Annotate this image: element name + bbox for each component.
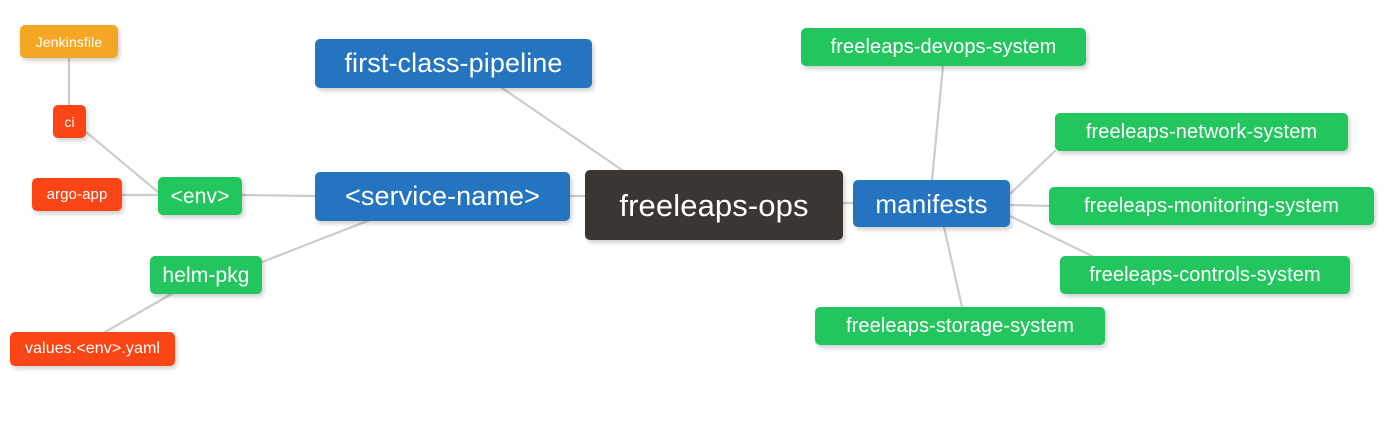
edge-pipeline-root	[500, 86, 627, 174]
node-jenkinsfile[interactable]: Jenkinsfile	[20, 25, 118, 58]
node-freeleaps-devops-system[interactable]: freeleaps-devops-system	[801, 28, 1086, 66]
node-helm-pkg[interactable]: helm-pkg	[150, 256, 262, 294]
node-freeleaps-monitoring-system[interactable]: freeleaps-monitoring-system	[1049, 187, 1374, 225]
node-first-class-pipeline[interactable]: first-class-pipeline	[315, 39, 592, 88]
edge-manifests-storage	[942, 225, 964, 309]
node-env[interactable]: <env>	[158, 177, 242, 215]
edge-values-helm-pkg	[103, 290, 177, 334]
node-freeleaps-controls-system[interactable]: freeleaps-controls-system	[1060, 256, 1350, 294]
node-values-env-yaml[interactable]: values.<env>.yaml	[10, 332, 175, 366]
edge-manifests-devops	[930, 64, 945, 182]
edge-helm-pkg-service-name	[260, 218, 372, 264]
edge-manifests-controls	[1008, 214, 1094, 258]
edge-env-service-name	[240, 193, 317, 198]
node-freeleaps-ops-root[interactable]: freeleaps-ops	[585, 170, 843, 240]
node-freeleaps-storage-system[interactable]: freeleaps-storage-system	[815, 307, 1105, 345]
node-ci[interactable]: ci	[53, 105, 86, 138]
node-argo-app[interactable]: argo-app	[32, 178, 122, 211]
edge-manifests-monitoring	[1008, 203, 1051, 208]
node-freeleaps-network-system[interactable]: freeleaps-network-system	[1055, 113, 1348, 151]
edge-ci-env	[84, 130, 160, 194]
node-manifests[interactable]: manifests	[853, 180, 1010, 227]
edge-manifests-network	[1008, 149, 1057, 196]
node-service-name[interactable]: <service-name>	[315, 172, 570, 221]
